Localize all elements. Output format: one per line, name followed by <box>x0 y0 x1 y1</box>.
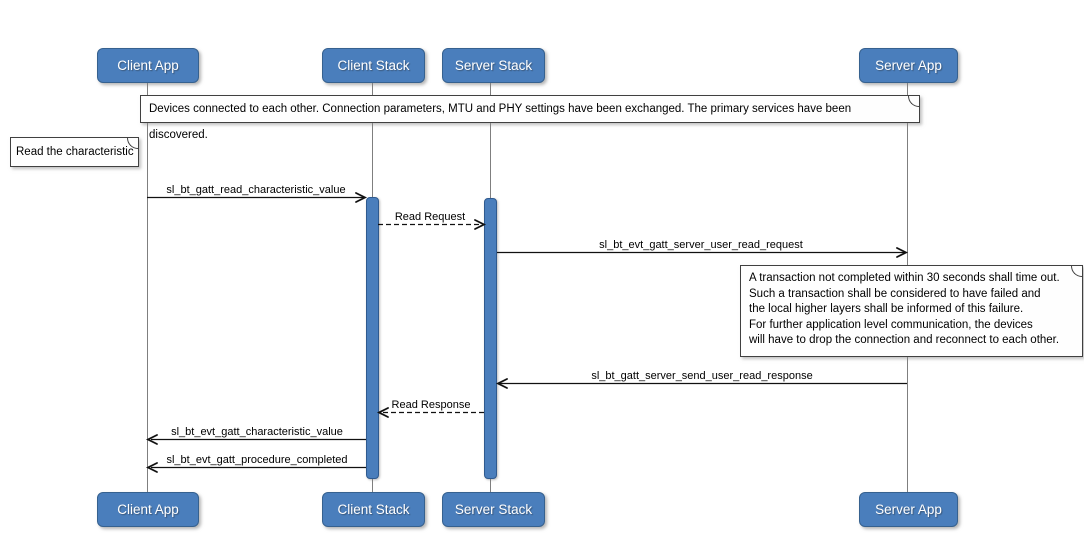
arrow-read-request <box>378 219 487 230</box>
note-line: the local higher layers shall be informe… <box>749 303 1024 316</box>
note-timeout-warning: A transaction not completed within 30 se… <box>740 265 1083 357</box>
participant-label: Server App <box>875 502 942 517</box>
arrow-characteristic-value <box>145 434 366 445</box>
note-line: will have to drop the connection and rec… <box>749 334 1060 347</box>
participant-label: Client App <box>117 58 179 73</box>
message-label-characteristic-value: sl_bt_evt_gatt_characteristic_value <box>171 426 343 438</box>
message-label-read-request: Read Request <box>394 211 466 223</box>
participant-top-client-app: Client App <box>97 48 199 83</box>
participant-bottom-server-stack: Server Stack <box>442 492 545 527</box>
participant-label: Server App <box>875 58 942 73</box>
arrow-send-user-read-response <box>495 378 907 389</box>
message-label-send-user-read-response: sl_bt_gatt_server_send_user_read_respons… <box>591 370 813 382</box>
activation-bar-client-stack <box>366 197 379 479</box>
participant-label: Client Stack <box>337 58 410 73</box>
note-line: Such a transaction shall be considered t… <box>749 287 1041 300</box>
note-text: Devices connected to each other. Connect… <box>149 103 852 141</box>
note-line: For further application level communicat… <box>749 318 1033 331</box>
arrow-read-characteristic-value <box>147 192 368 203</box>
participant-label: Server Stack <box>454 58 533 73</box>
participant-bottom-client-stack: Client Stack <box>322 492 425 527</box>
message-label-read-characteristic-value: sl_bt_gatt_read_characteristic_value <box>166 184 346 196</box>
participant-top-client-stack: Client Stack <box>322 48 425 83</box>
arrow-server-user-read-request <box>497 247 909 258</box>
lifeline-client-app <box>147 81 148 492</box>
note-line: A transaction not completed within 30 se… <box>749 272 1060 284</box>
message-label-read-response: Read Response <box>391 399 471 411</box>
participant-label: Client Stack <box>337 502 410 517</box>
note-text: Read the characteristic <box>16 146 134 158</box>
activation-bar-server-stack <box>484 198 497 479</box>
participant-label: Server Stack <box>454 502 533 517</box>
participant-bottom-client-app: Client App <box>97 492 199 527</box>
arrow-procedure-completed <box>145 462 366 473</box>
participant-top-server-app: Server App <box>859 48 958 83</box>
arrow-read-response <box>376 407 484 418</box>
participant-bottom-server-app: Server App <box>859 492 958 527</box>
message-label-procedure-completed: sl_bt_evt_gatt_procedure_completed <box>166 454 348 466</box>
note-connection-setup: Devices connected to each other. Connect… <box>140 95 920 141</box>
participant-label: Client App <box>117 502 179 517</box>
note-read-characteristic: Read the characteristic <box>10 137 139 167</box>
participant-top-server-stack: Server Stack <box>442 48 545 83</box>
message-label-server-user-read-request: sl_bt_evt_gatt_server_user_read_request <box>599 239 803 251</box>
